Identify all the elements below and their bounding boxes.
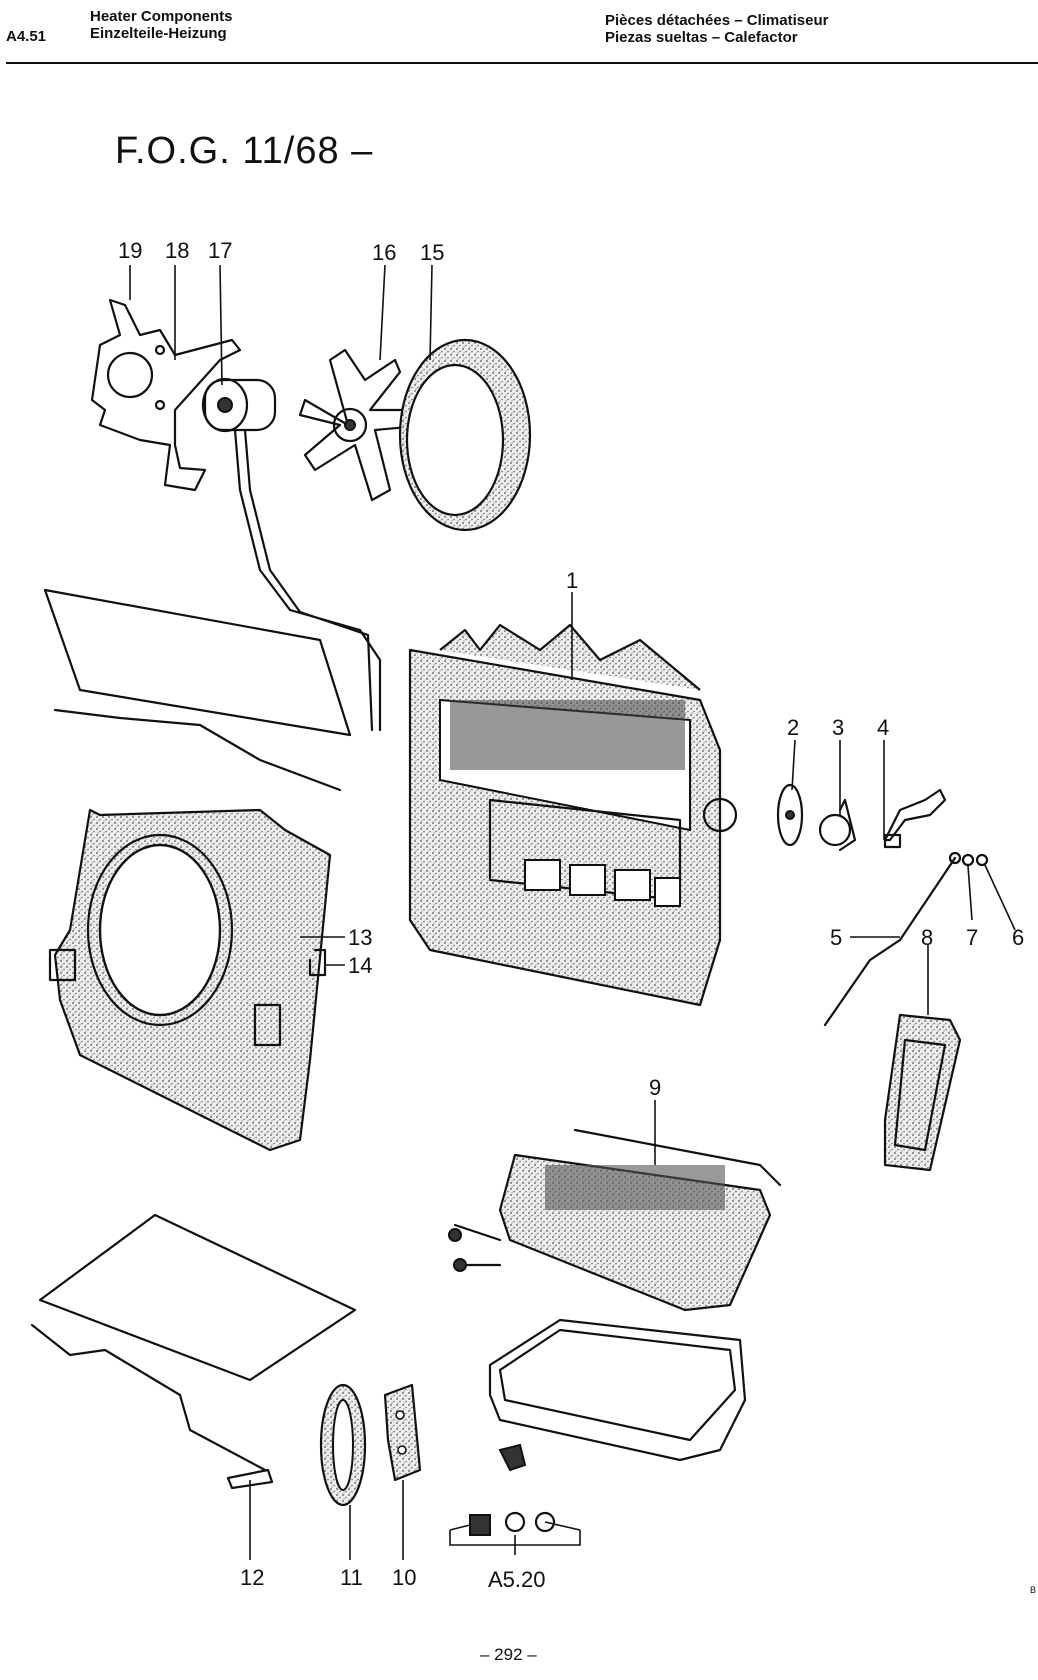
callout-2: 2 xyxy=(787,715,799,740)
callout-6: 6 xyxy=(1012,925,1024,950)
fog-label: F.O.G. 11/68 – xyxy=(115,130,374,172)
seal-ring xyxy=(319,1383,367,1507)
lower-plate xyxy=(30,1213,357,1472)
callout-10: 10 xyxy=(392,1565,416,1590)
leader-lines xyxy=(129,264,1016,1560)
rod-clip xyxy=(226,1468,274,1490)
heater-housing xyxy=(408,623,738,1007)
air-box-trough xyxy=(488,1318,747,1462)
page-number: – 292 – xyxy=(480,1645,537,1664)
hardware-set xyxy=(469,1443,556,1536)
callout-16: 16 xyxy=(372,240,396,265)
motor-bracket xyxy=(90,298,242,492)
blower-motor xyxy=(201,377,382,732)
callout-8: 8 xyxy=(921,925,933,950)
title-spanish: Piezas sueltas – Calefactor xyxy=(605,29,798,46)
callout-14: 14 xyxy=(348,953,372,978)
callout-5: 5 xyxy=(830,925,842,950)
callout-13: 13 xyxy=(348,925,372,950)
callout-1: 1 xyxy=(566,568,578,593)
callout-7: 7 xyxy=(966,925,978,950)
washers xyxy=(948,851,989,867)
control-lever xyxy=(818,798,857,852)
section-code: A4.51 xyxy=(6,28,47,45)
control-rod xyxy=(823,856,957,1027)
callout-a5-20: A5.20 xyxy=(488,1567,546,1592)
corner-mark: B xyxy=(1030,1585,1037,1595)
flap-valve xyxy=(883,1013,962,1172)
callout-19: 19 xyxy=(118,238,142,263)
callout-3: 3 xyxy=(832,715,844,740)
retaining-clip xyxy=(308,948,327,977)
callout-12: 12 xyxy=(240,1565,264,1590)
title-english: Heater Components xyxy=(90,8,233,25)
callout-17: 17 xyxy=(208,238,232,263)
callout-18: 18 xyxy=(165,238,189,263)
fan-shroud xyxy=(48,808,332,1152)
title-french: Pièces détachées – Climatiseur xyxy=(605,12,829,29)
gasket-disc xyxy=(776,783,804,847)
callout-4: 4 xyxy=(877,715,889,740)
callout-11: 11 xyxy=(340,1565,363,1590)
upper-flap xyxy=(43,588,352,792)
title-block-left: Heater Components Einzelteile-Heizung xyxy=(90,8,233,42)
fan-impeller xyxy=(298,348,432,502)
callout-15: 15 xyxy=(420,240,444,265)
callout-9: 9 xyxy=(649,1075,661,1100)
valve-plate xyxy=(383,1383,422,1482)
title-block-right: Pièces détachées – Climatiseur Piezas su… xyxy=(605,12,828,46)
fan-ring xyxy=(398,338,532,532)
heater-core xyxy=(448,1128,782,1312)
title-german: Einzelteile-Heizung xyxy=(90,25,227,42)
header-rule xyxy=(6,62,1038,64)
lever-arm xyxy=(883,788,947,849)
